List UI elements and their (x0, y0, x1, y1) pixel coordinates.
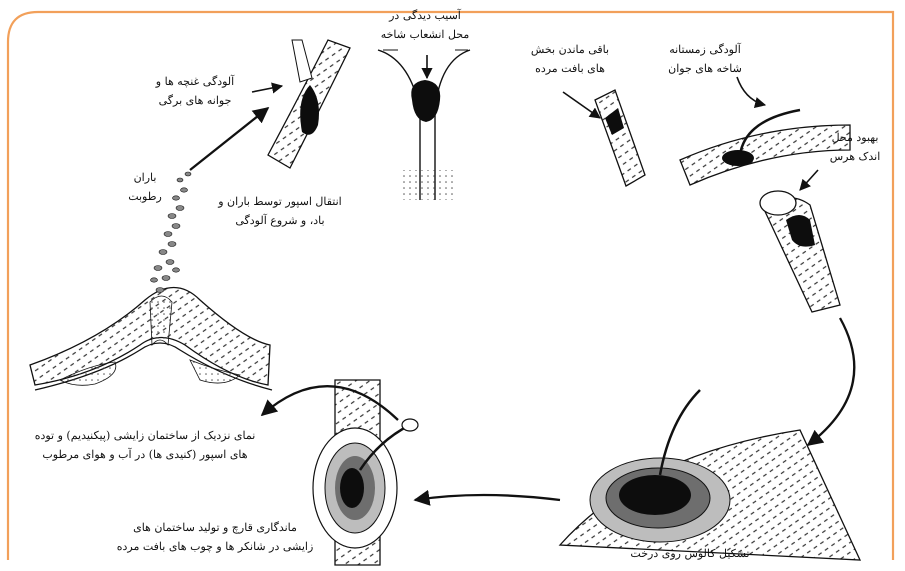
label-fruiting-body: نمای نزدیک از ساختمان زایشی (پیکنیدیم) و… (20, 426, 270, 464)
label-wound-healing-line2: اندک هرس (820, 147, 890, 166)
label-rain-line2: رطوبت (115, 187, 175, 206)
label-leaf-infection-line2: جوانه های برگی (140, 91, 250, 110)
label-winter-infection-line1: آلودگی زمستانه (650, 40, 760, 59)
label-callus-text: تشکیل کالوس روی درخت (620, 544, 760, 563)
label-winter-infection-line2: شاخه های جوان (650, 59, 760, 78)
label-rain-line1: باران (115, 168, 175, 187)
label-branch-wound-line2: محل انشعاب شاخه (370, 25, 480, 44)
label-fungus-survival: ماندگاری قارچ و تولید ساختمان های زایشی … (115, 518, 315, 556)
label-winter-infection: آلودگی زمستانه شاخه های جوان (650, 40, 760, 78)
label-wound-healing-line1: بهبود محل (820, 128, 890, 147)
dead-tissue-twig (595, 90, 645, 186)
branch-fork-wound (378, 50, 470, 200)
callus-canker (560, 390, 860, 560)
label-wound-healing: بهبود محل اندک هرس (820, 128, 890, 166)
label-dead-tissue-line1: باقی ماندن بخش (520, 40, 620, 59)
label-fungus-survival-line1: ماندگاری قارچ و تولید ساختمان های (115, 518, 315, 537)
label-dead-tissue-line2: های بافت مرده (520, 59, 620, 78)
label-dead-tissue: باقی ماندن بخش های بافت مرده (520, 40, 620, 78)
label-fruiting-body-line1: نمای نزدیک از ساختمان زایشی (پیکنیدیم) و… (20, 426, 270, 445)
label-leaf-infection: آلودگی غنچه ها و جوانه های برگی (140, 72, 250, 110)
label-spore-spread: انتقال اسپور توسط باران و باد، و شروع آل… (210, 192, 350, 230)
trunk-canker (313, 380, 418, 565)
label-branch-wound: آسیب دیدگی در محل انشعاب شاخه (370, 6, 480, 44)
label-fruiting-body-line2: های اسپور (کنیدی ها) در آب و هوای مرطوب (20, 445, 270, 464)
pruned-stub (760, 191, 840, 312)
label-callus: تشکیل کالوس روی درخت (620, 544, 760, 563)
label-spore-spread-line2: باد، و شروع آلودگی (210, 211, 350, 230)
label-leaf-infection-line1: آلودگی غنچه ها و (140, 72, 250, 91)
bud-infection-twig (268, 40, 350, 168)
label-rain: باران رطوبت (115, 168, 175, 206)
label-fungus-survival-line2: زایشی در شانکر ها و چوب های بافت مرده (115, 537, 315, 556)
label-branch-wound-line1: آسیب دیدگی در (370, 6, 480, 25)
label-spore-spread-line1: انتقال اسپور توسط باران و (210, 192, 350, 211)
